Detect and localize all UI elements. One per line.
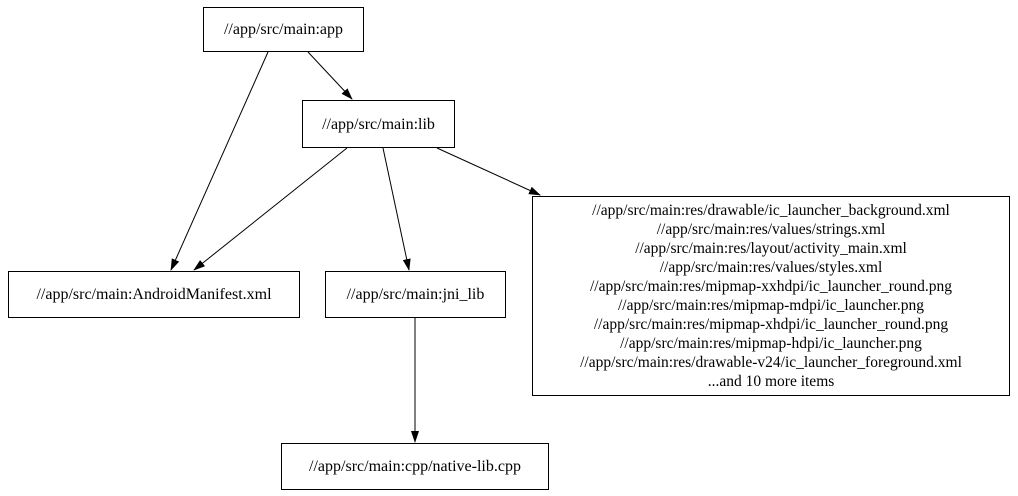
resource-item: //app/src/main:res/values/styles.xml	[659, 259, 883, 276]
resource-item: //app/src/main:res/mipmap-xxhdpi/ic_laun…	[589, 278, 952, 295]
node-android-manifest: //app/src/main:AndroidManifest.xml	[8, 271, 300, 318]
resource-item: //app/src/main:res/values/strings.xml	[656, 221, 886, 238]
edge-lib-to-android-manifest	[193, 147, 348, 271]
resource-item: //app/src/main:res/mipmap-mdpi/ic_launch…	[617, 297, 925, 314]
resource-item: //app/src/main:res/drawable/ic_launcher_…	[592, 202, 950, 219]
node-label: //app/src/main:AndroidManifest.xml	[36, 286, 272, 303]
resource-item: //app/src/main:res/drawable-v24/ic_launc…	[580, 354, 962, 371]
resource-item: //app/src/main:res/layout/activity_main.…	[635, 240, 907, 257]
edge-app-to-lib	[307, 51, 353, 100]
resource-more-items: ...and 10 more items	[707, 373, 835, 390]
edge-app-to-android-manifest	[170, 51, 269, 271]
node-label: //app/src/main:cpp/native-lib.cpp	[309, 458, 521, 475]
node-resources: //app/src/main:res/drawable/ic_launcher_…	[532, 196, 1010, 396]
node-label: //app/src/main:jni_lib	[346, 286, 485, 303]
node-jni-lib: //app/src/main:jni_lib	[325, 271, 506, 318]
resource-item: //app/src/main:res/mipmap-xhdpi/ic_launc…	[593, 316, 949, 333]
node-native-lib-cpp: //app/src/main:cpp/native-lib.cpp	[281, 443, 549, 490]
node-label: //app/src/main:app	[223, 21, 344, 38]
node-app: //app/src/main:app	[203, 7, 364, 52]
node-lib: //app/src/main:lib	[302, 100, 455, 148]
edge-lib-to-jni-lib	[382, 147, 411, 271]
edge-lib-to-resources	[436, 147, 541, 196]
resource-item: //app/src/main:res/mipmap-hdpi/ic_launch…	[620, 335, 922, 352]
node-label: //app/src/main:lib	[322, 115, 435, 133]
